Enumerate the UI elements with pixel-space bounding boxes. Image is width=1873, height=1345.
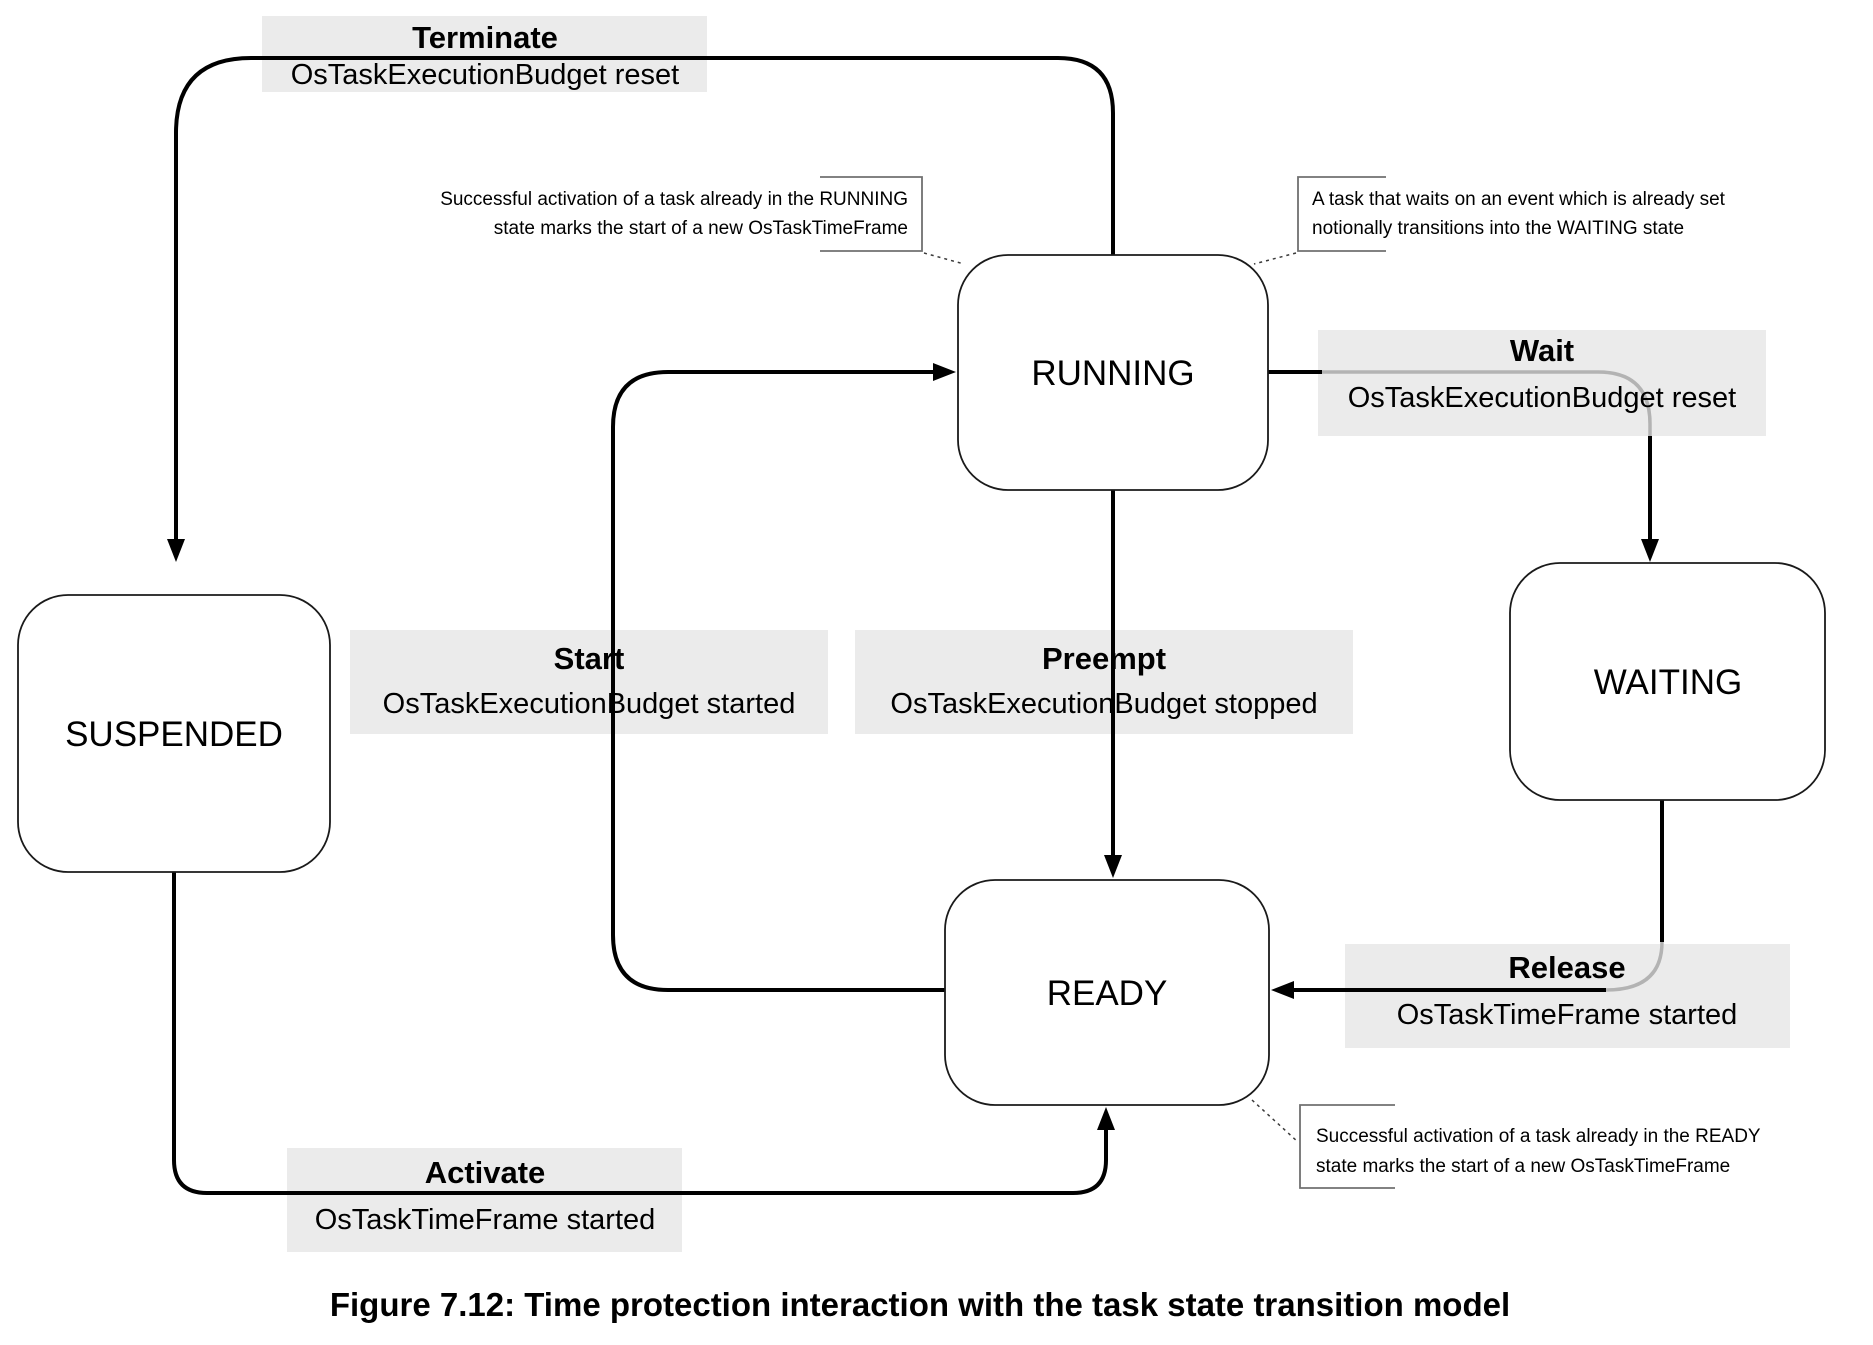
activate-arrowhead bbox=[1097, 1107, 1115, 1130]
start-arrowhead bbox=[933, 363, 956, 381]
start-effect: OsTaskExecutionBudget started bbox=[383, 688, 796, 720]
release-label-bg bbox=[1345, 944, 1790, 1048]
state-running-label: RUNNING bbox=[1031, 354, 1194, 393]
transition-start-path bbox=[611, 370, 945, 992]
waiting-note-bracket bbox=[1297, 176, 1386, 252]
release-arrowhead bbox=[1271, 981, 1294, 999]
preempt-arrowhead bbox=[1104, 855, 1122, 878]
terminate-arrowhead bbox=[167, 539, 185, 562]
state-suspended-label: SUSPENDED bbox=[65, 715, 283, 754]
waiting-note-line2: notionally transitions into the WAITING … bbox=[1312, 218, 1684, 239]
start-label-bg bbox=[350, 630, 828, 734]
wait-label: Wait bbox=[1510, 333, 1574, 368]
terminate-effect: OsTaskExecutionBudget reset bbox=[291, 59, 679, 91]
running-note-line1: Successful activation of a task already … bbox=[440, 189, 908, 210]
activate-label: Activate bbox=[425, 1155, 546, 1190]
waiting-note-anchor-line bbox=[1253, 252, 1297, 265]
figure-caption: Figure 7.12: Time protection interaction… bbox=[330, 1286, 1510, 1323]
wait-arrowhead bbox=[1641, 539, 1659, 562]
preempt-label: Preempt bbox=[1042, 641, 1166, 676]
preempt-effect: OsTaskExecutionBudget stopped bbox=[890, 688, 1317, 720]
transition-terminate-path bbox=[174, 56, 1115, 545]
ready-note-bracket bbox=[1299, 1104, 1395, 1189]
preempt-label-bg bbox=[855, 630, 1353, 734]
state-ready-box bbox=[944, 879, 1270, 1106]
state-ready-label: READY bbox=[1047, 974, 1168, 1013]
transition-release-path-curve bbox=[1605, 941, 1664, 992]
start-label: Start bbox=[554, 641, 625, 676]
ready-note-anchor-line bbox=[1251, 1099, 1299, 1143]
activate-effect: OsTaskTimeFrame started bbox=[315, 1204, 656, 1236]
ready-note-line2: state marks the start of a new OsTaskTim… bbox=[1316, 1156, 1730, 1177]
running-note-anchor-line bbox=[923, 252, 965, 265]
terminate-label: Terminate bbox=[412, 20, 558, 55]
activate-label-bg bbox=[287, 1148, 682, 1252]
wait-effect: OsTaskExecutionBudget reset bbox=[1348, 382, 1736, 414]
ready-note-line1: Successful activation of a task already … bbox=[1316, 1126, 1761, 1147]
state-waiting-box bbox=[1509, 562, 1826, 801]
waiting-note-line1: A task that waits on an event which is a… bbox=[1312, 189, 1726, 210]
transition-wait-path-curve bbox=[1322, 370, 1652, 436]
wait-label-bg bbox=[1318, 330, 1766, 436]
running-note-bracket bbox=[820, 176, 923, 252]
transition-activate-path bbox=[172, 872, 1108, 1195]
running-note-line2: state marks the start of a new OsTaskTim… bbox=[494, 218, 908, 239]
state-suspended-box bbox=[17, 594, 331, 873]
release-label: Release bbox=[1508, 950, 1625, 985]
terminate-label-bg bbox=[262, 16, 707, 92]
state-running-box bbox=[957, 254, 1269, 491]
state-waiting-label: WAITING bbox=[1594, 663, 1742, 702]
release-effect: OsTaskTimeFrame started bbox=[1397, 999, 1738, 1031]
